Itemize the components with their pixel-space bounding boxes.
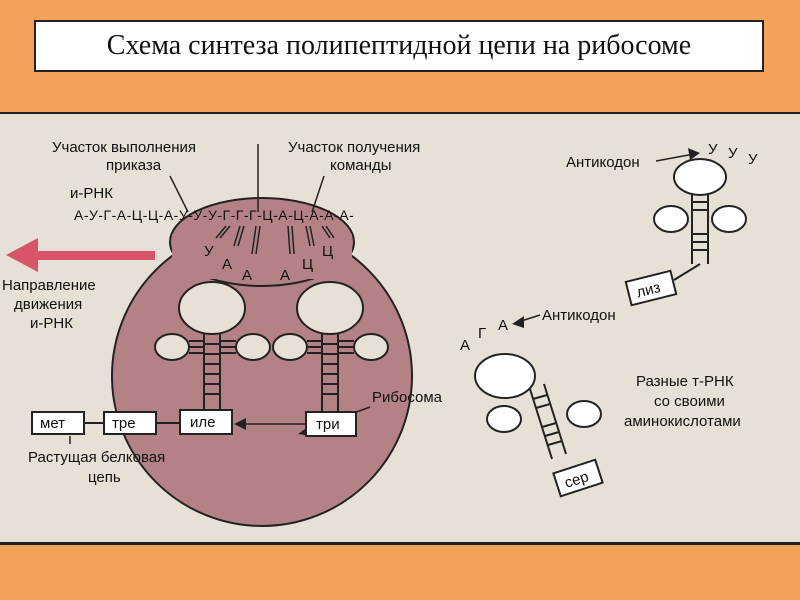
title-box: Схема синтеза полипептидной цепи на рибо… xyxy=(34,20,764,72)
ribosome xyxy=(111,197,413,527)
mrna-label: и-РНК xyxy=(70,185,113,202)
trna-types-label-3: аминокислотами xyxy=(624,413,741,430)
free-aa-bottom-label: сер xyxy=(563,468,591,492)
trna-free-bottom xyxy=(474,353,602,460)
chain-box-ile xyxy=(179,409,233,435)
page-title: Схема синтеза полипептидной цепи на рибо… xyxy=(106,30,692,61)
anticodon-top-label: Антикодон xyxy=(566,154,640,171)
direction-label-3: и-РНК xyxy=(30,315,73,332)
trna-right xyxy=(272,281,389,412)
anticodon-left-2: А xyxy=(222,256,232,273)
anticodon-right-2: Ц xyxy=(302,256,313,273)
anticodon-left-3: А xyxy=(242,267,252,284)
bound-aa-label: три xyxy=(316,416,340,433)
anticodon-top-2: У xyxy=(728,145,738,162)
anticodon-left-1: У xyxy=(204,243,214,260)
peptide-bond-arrow-head xyxy=(234,418,246,430)
free-aa-top-box xyxy=(624,269,678,307)
growing-chain: мет тре иле xyxy=(31,409,233,435)
site-pointers xyxy=(169,144,325,213)
direction-label-2: движения xyxy=(14,296,82,313)
diagram-svg: У А А А Ц Ц и-РНК А-У-Г-А-Ц-Ц-А-У-У-У-Г-… xyxy=(2,139,758,527)
anticodon-mid-label: Антикодон xyxy=(542,307,616,324)
anticodon-right-1: А xyxy=(280,267,290,284)
diagram-panel: У А А А Ц Ц и-РНК А-У-Г-А-Ц-Ц-А-У-У-У-Г-… xyxy=(0,112,800,545)
free-aa-bottom-box xyxy=(552,458,604,498)
mrna-sequence: А-У-Г-А-Ц-Ц-А-У-У-У-Г-Г-Г-Ц-А-Ц-А-А-А- xyxy=(74,207,354,223)
free-aa-top-label: лиз xyxy=(635,279,663,301)
anticodon-bottom-1: А xyxy=(460,337,470,354)
trna-types-label-2: со своими xyxy=(654,393,725,410)
chain-aa-met: мет xyxy=(40,415,65,432)
growing-chain-label-1: Растущая белковая xyxy=(28,449,165,466)
growing-chain-label-2: цепь xyxy=(88,469,121,486)
bound-aa-box xyxy=(305,411,357,437)
trna-types-label-1: Разные т-РНК xyxy=(636,373,734,390)
anticodon-bottom-2: Г xyxy=(478,325,486,342)
anticodon-bottom-3: А xyxy=(498,317,508,334)
chain-aa-ile: иле xyxy=(190,414,215,431)
codon-pairing xyxy=(215,225,335,255)
site-exec-label-1: Участок выполнения xyxy=(52,139,196,156)
trna-left xyxy=(154,281,271,409)
site-recv-label-2: команды xyxy=(330,157,392,174)
anticodon-top-1: У xyxy=(708,141,718,158)
direction-label-1: Направление xyxy=(2,277,96,294)
site-exec-label-2: приказа xyxy=(106,157,162,174)
anticodon-top-3: У xyxy=(748,151,758,168)
ribosome-join xyxy=(172,234,352,279)
direction-arrow-icon xyxy=(6,238,155,272)
trna-free-top xyxy=(653,158,747,264)
ribosome-label: Рибосома xyxy=(372,389,443,406)
anticodon-right-3: Ц xyxy=(322,243,333,260)
chain-aa-tre: тре xyxy=(112,415,136,432)
site-recv-label-1: Участок получения xyxy=(288,139,420,156)
